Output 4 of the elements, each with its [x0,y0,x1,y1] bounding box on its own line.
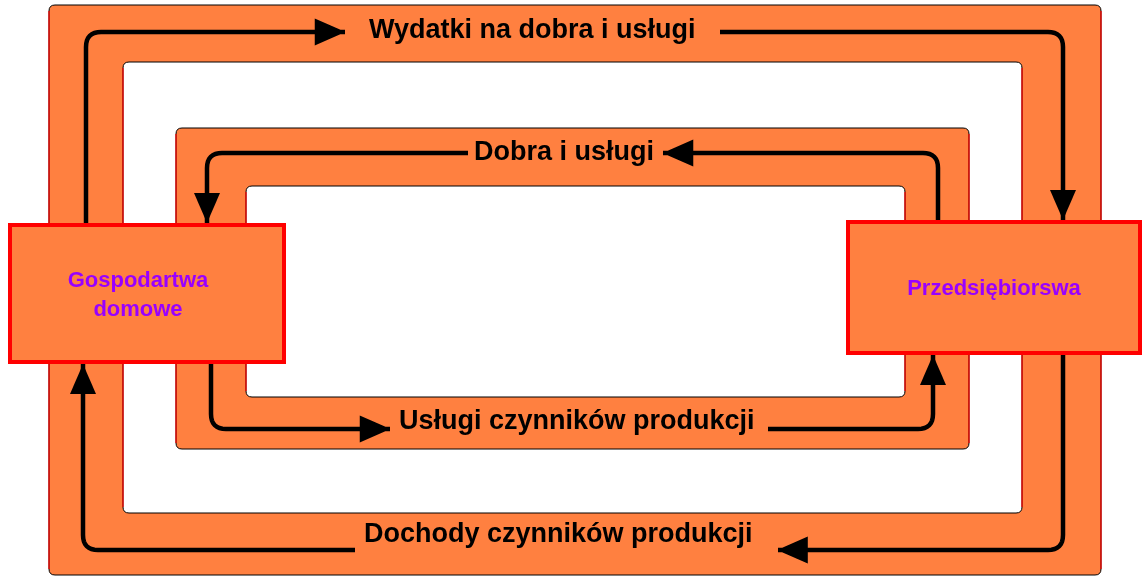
sector-box [8,223,286,364]
node-label: Gospodartwa domowe [66,265,210,323]
node-label: Przedsiębiorswa [907,274,1081,302]
sector-box [846,220,1142,355]
